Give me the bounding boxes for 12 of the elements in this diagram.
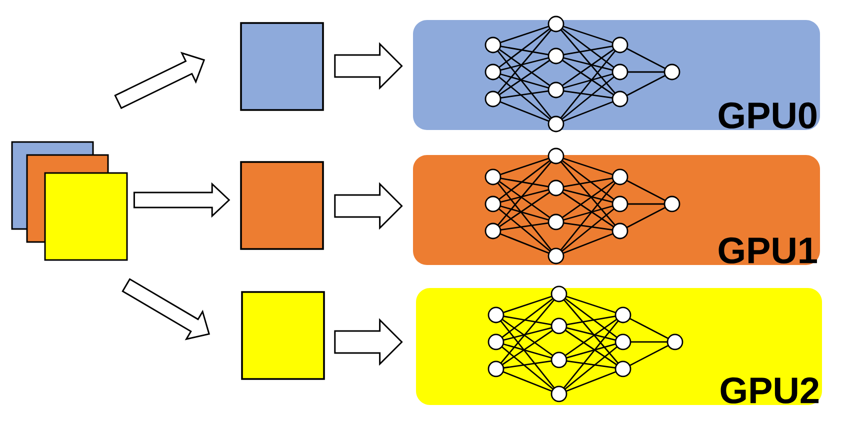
square-stack (11, 141, 128, 261)
square (241, 291, 325, 380)
block-arrow (334, 318, 403, 366)
block-arrow (122, 278, 210, 340)
square (240, 22, 324, 111)
gpu-panel: GPU2 (416, 288, 822, 405)
square (240, 161, 324, 250)
block-arrow (334, 42, 403, 90)
block-arrow (133, 182, 230, 218)
gpu-panel: GPU1 (413, 155, 820, 265)
gpu-panel: GPU0 (413, 20, 820, 130)
block-arrow (334, 182, 403, 230)
